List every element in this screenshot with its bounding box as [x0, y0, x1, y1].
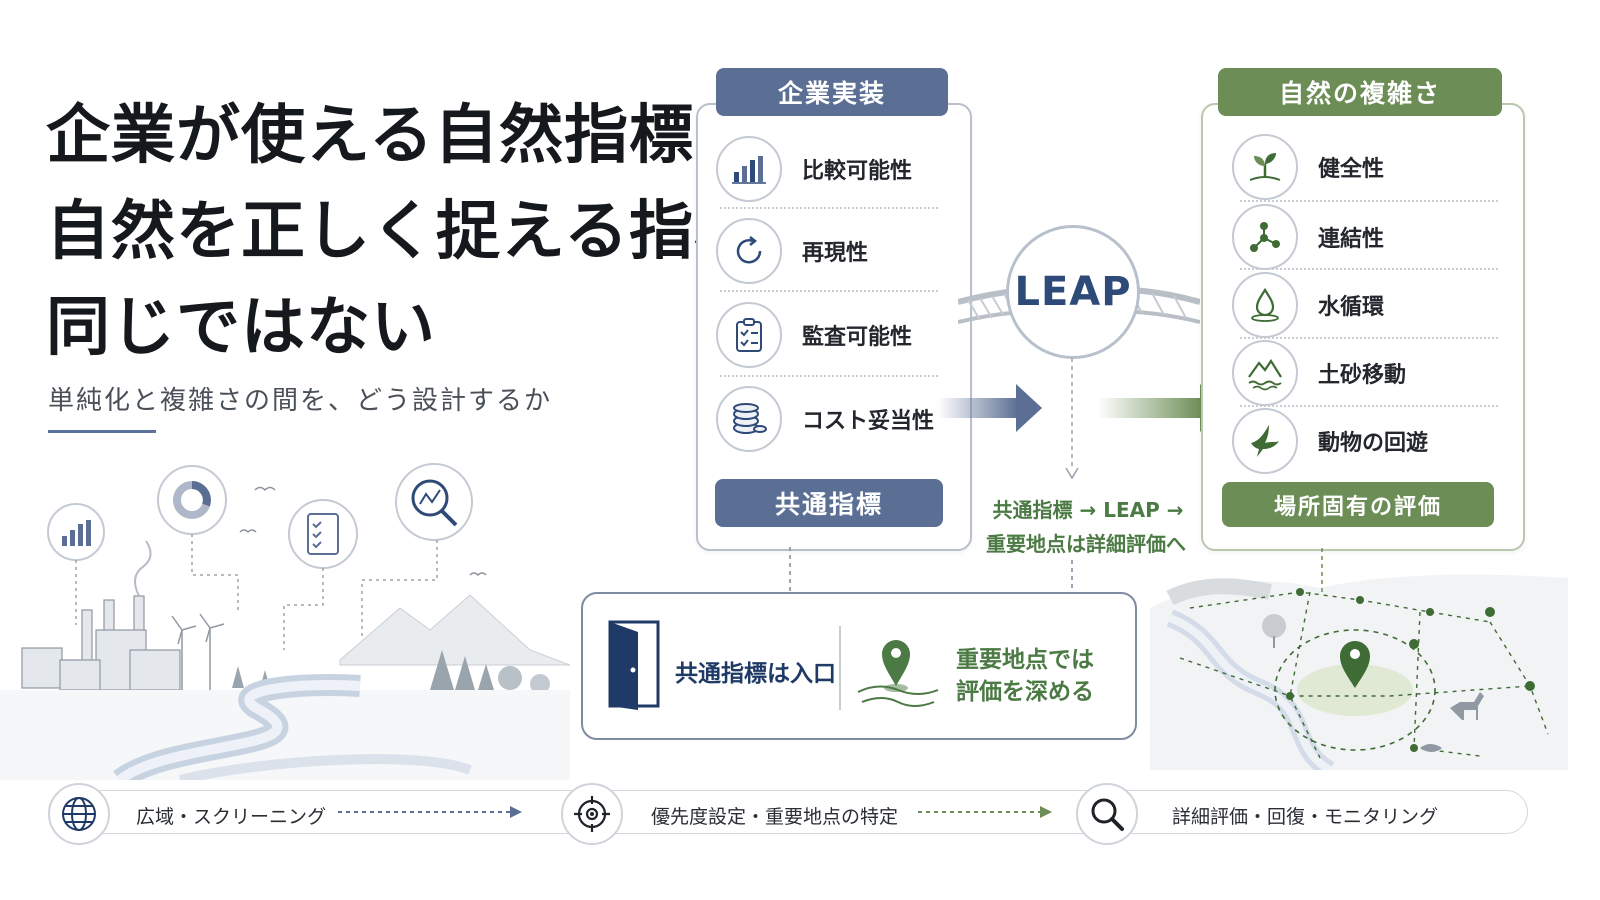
- leap-down-connector: [1065, 358, 1079, 480]
- site-specific-evaluation-badge: 場所固有の評価: [1222, 482, 1494, 527]
- corporate-item-label: 比較可能性: [802, 159, 913, 184]
- refresh-icon: [716, 218, 782, 284]
- flow-caption-line-1: 共通指標 → LEAP →: [992, 498, 1184, 522]
- bar-chart-icon: [716, 136, 782, 202]
- nature-item-animal-migration: 動物の回遊: [1232, 408, 1428, 474]
- corporate-connector: [789, 547, 791, 593]
- nature-item-label: 土砂移動: [1318, 363, 1407, 388]
- search-trend-bubble-icon: [361, 463, 473, 638]
- nature-item-label: 健全性: [1318, 157, 1385, 182]
- sprout-icon: [1232, 134, 1298, 200]
- location-pin-icon: [857, 640, 939, 707]
- process-step-prioritization: 優先度設定・重要地点の特定: [651, 806, 899, 828]
- nature-item-label: 動物の回遊: [1318, 431, 1429, 456]
- title-line-1: 企業が使える自然指標と: [46, 98, 760, 173]
- row-divider: [720, 207, 938, 209]
- title-line-3: 同じではない: [46, 290, 436, 365]
- corporate-item-reproducibility: 再現性: [716, 218, 868, 284]
- row-divider: [1240, 268, 1498, 270]
- entry-right-line-2: 評価を深める: [956, 679, 1094, 705]
- leap-hub: LEAP: [1006, 225, 1140, 359]
- row-divider: [720, 375, 938, 377]
- corporate-item-cost-validity: コスト妥当性: [716, 386, 934, 452]
- nature-item-connectivity: 連結性: [1232, 204, 1384, 270]
- nature-item-sediment-transport: 土砂移動: [1232, 340, 1406, 406]
- row-divider: [1240, 337, 1498, 339]
- bar-chart-bubble-icon: [47, 503, 105, 625]
- nature-item-health: 健全性: [1232, 134, 1384, 200]
- corporate-item-label: 監査可能性: [802, 325, 913, 350]
- nature-item-water-cycle: 水循環: [1232, 272, 1384, 338]
- row-divider: [1240, 200, 1498, 202]
- corporate-item-label: コスト妥当性: [802, 409, 935, 434]
- blue-arrow-icon: [938, 384, 1042, 432]
- network-icon: [1232, 204, 1298, 270]
- corporate-panel-header: 企業実装: [716, 68, 948, 116]
- nature-item-label: 水循環: [1318, 295, 1385, 320]
- globe-icon: [48, 783, 110, 845]
- water-drop-icon: [1232, 272, 1298, 338]
- mountain-sediment-icon: [1232, 340, 1298, 406]
- title-line-2: 自然を正しく捉える指標は: [46, 194, 825, 269]
- corporate-item-auditability: 監査可能性: [716, 302, 912, 368]
- target-icon: [561, 783, 623, 845]
- row-divider: [1240, 405, 1498, 407]
- corporate-item-comparability: 比較可能性: [716, 136, 912, 202]
- flow-arrows: [938, 384, 1226, 432]
- step-arrow-green-icon: [918, 806, 1052, 818]
- subtitle-underline: [48, 430, 156, 433]
- nature-panel-header: 自然の複雑さ: [1218, 68, 1502, 116]
- industry-landscape-illustration: [0, 463, 570, 780]
- entry-divider: [839, 626, 841, 710]
- flow-caption-line-2: 重要地点は詳細評価へ: [986, 532, 1186, 556]
- magnifier-icon: [1076, 783, 1138, 845]
- leap-entry-connector: [1071, 560, 1073, 592]
- process-step-screening: 広域・スクリーニング: [136, 806, 327, 828]
- entry-box: [581, 592, 1137, 740]
- door-icon: [608, 620, 660, 710]
- row-divider: [720, 290, 938, 292]
- donut-chart-bubble-icon: [157, 465, 239, 610]
- coin-stack-icon: [716, 386, 782, 452]
- process-bar: [48, 790, 1528, 834]
- corporate-item-label: 再現性: [802, 241, 869, 266]
- common-indicator-badge: 共通指標: [715, 479, 943, 527]
- step-arrow-blue-icon: [338, 806, 522, 818]
- nature-item-label: 連結性: [1318, 227, 1385, 252]
- checklist-icon: [716, 302, 782, 368]
- entry-left-text: 共通指標は入口: [675, 661, 836, 687]
- subtitle: 単純化と複雑さの間を、どう設計するか: [48, 386, 553, 416]
- checklist-bubble-icon: [283, 499, 358, 650]
- ecosystem-map-illustration: [1150, 548, 1568, 770]
- process-step-detailed-evaluation: 詳細評価・回復・モニタリング: [1172, 806, 1439, 828]
- bird-icon: [1232, 408, 1298, 474]
- entry-right-line-1: 重要地点では: [956, 647, 1094, 673]
